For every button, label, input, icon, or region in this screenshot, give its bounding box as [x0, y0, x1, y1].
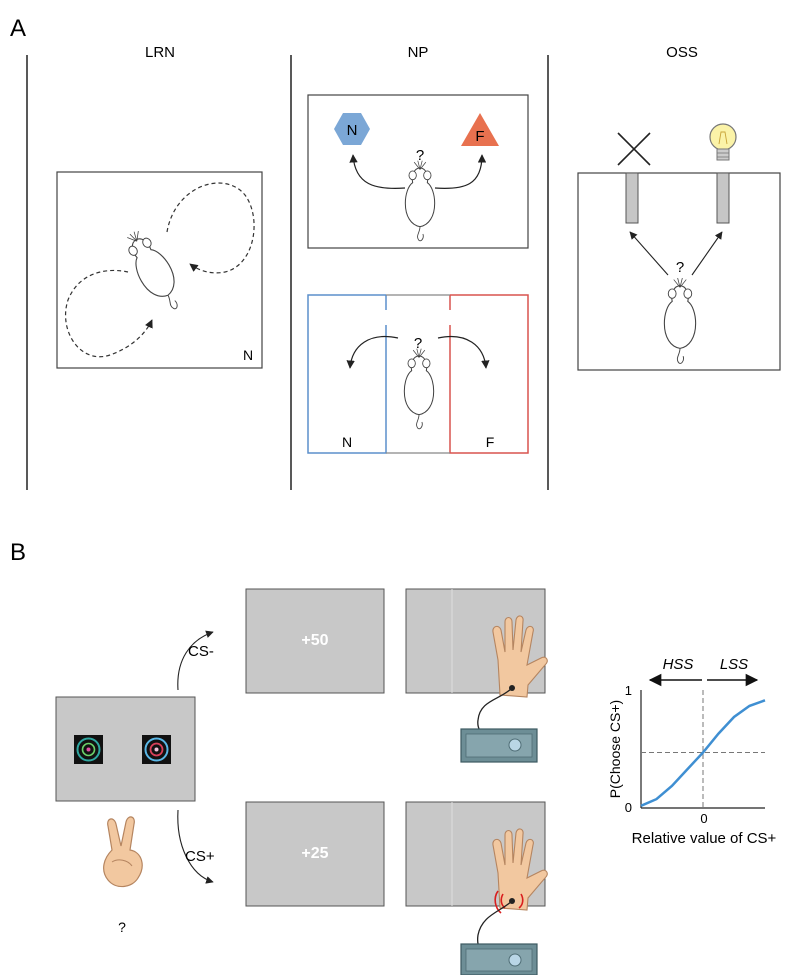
reward-top-value: +50: [301, 632, 328, 649]
oss-lever-left: [625, 172, 639, 224]
chart-y-label: P(Choose CS+): [607, 700, 623, 798]
np-bottom-mouse: [403, 348, 435, 430]
chart-right-arrow-label: LSS: [720, 656, 748, 673]
np-bottom-right-label: F: [486, 434, 495, 450]
np-novel-hexagon: [334, 113, 370, 145]
cs-plus-arrow: [177, 809, 214, 884]
oss-lever-right: [716, 172, 730, 224]
panel-a-label: A: [10, 15, 26, 42]
oss-question: ?: [676, 259, 684, 276]
np-top-left-label: N: [347, 122, 358, 139]
cs-plus-label: CS+: [185, 848, 215, 865]
reward-bottom-value: +25: [301, 845, 328, 862]
np-familiar-triangle: [461, 113, 499, 146]
reward-screen-bottom: [245, 801, 385, 907]
section-title-lrn: LRN: [145, 44, 175, 61]
chart-series-curve: [640, 699, 766, 807]
np-top-question: ?: [416, 147, 424, 164]
psychometric-chart: HSS LSS 1 0 0 P(Choose CS+) Relative val…: [607, 656, 777, 847]
cross-icon: [617, 132, 651, 166]
np-bottom-arrow-left: [346, 336, 399, 369]
oss-arrow-left: [629, 231, 669, 276]
np-bottom-arrow-right: [437, 336, 490, 369]
np-top-arrow-right: [434, 154, 487, 189]
section-title-oss: OSS: [666, 44, 698, 61]
cs-minus-arrow: [177, 630, 214, 691]
choice-screen: [55, 696, 196, 802]
fractal-stimulus-right: [142, 735, 171, 764]
cs-minus-label: CS-: [188, 643, 214, 660]
hand-two-fingers-icon: [103, 816, 143, 888]
np-bottom-maze: [307, 294, 529, 454]
stimulator-device-top: [460, 728, 538, 763]
lightbulb-icon: [709, 123, 737, 161]
lrn-path-lower: [64, 269, 153, 358]
chart-x-tick-0: 0: [700, 811, 707, 826]
chart-y-tick-0: 0: [625, 800, 632, 815]
np-bottom-left-label: N: [342, 434, 352, 450]
stimulator-device-bottom: [460, 943, 538, 975]
np-bottom-question: ?: [414, 335, 422, 352]
open-hand-icon-top: [492, 615, 548, 698]
hand-question: ?: [118, 919, 126, 935]
reward-screen-top: [245, 588, 385, 694]
np-top-right-label: F: [475, 128, 484, 145]
fractal-stimulus-left: [74, 735, 103, 764]
chart-left-arrow-label: HSS: [663, 656, 694, 673]
section-title-np: NP: [408, 44, 429, 61]
oss-arrow-right: [691, 231, 723, 276]
panel-b-label: B: [10, 539, 26, 566]
chart-y-tick-1: 1: [625, 683, 632, 698]
lrn-box-label: N: [243, 347, 253, 363]
np-top-arrow-left: [349, 154, 406, 189]
chart-x-label: Relative value of CS+: [632, 830, 777, 847]
open-hand-icon-bottom: [492, 828, 548, 911]
lrn-path-upper: [166, 182, 255, 274]
